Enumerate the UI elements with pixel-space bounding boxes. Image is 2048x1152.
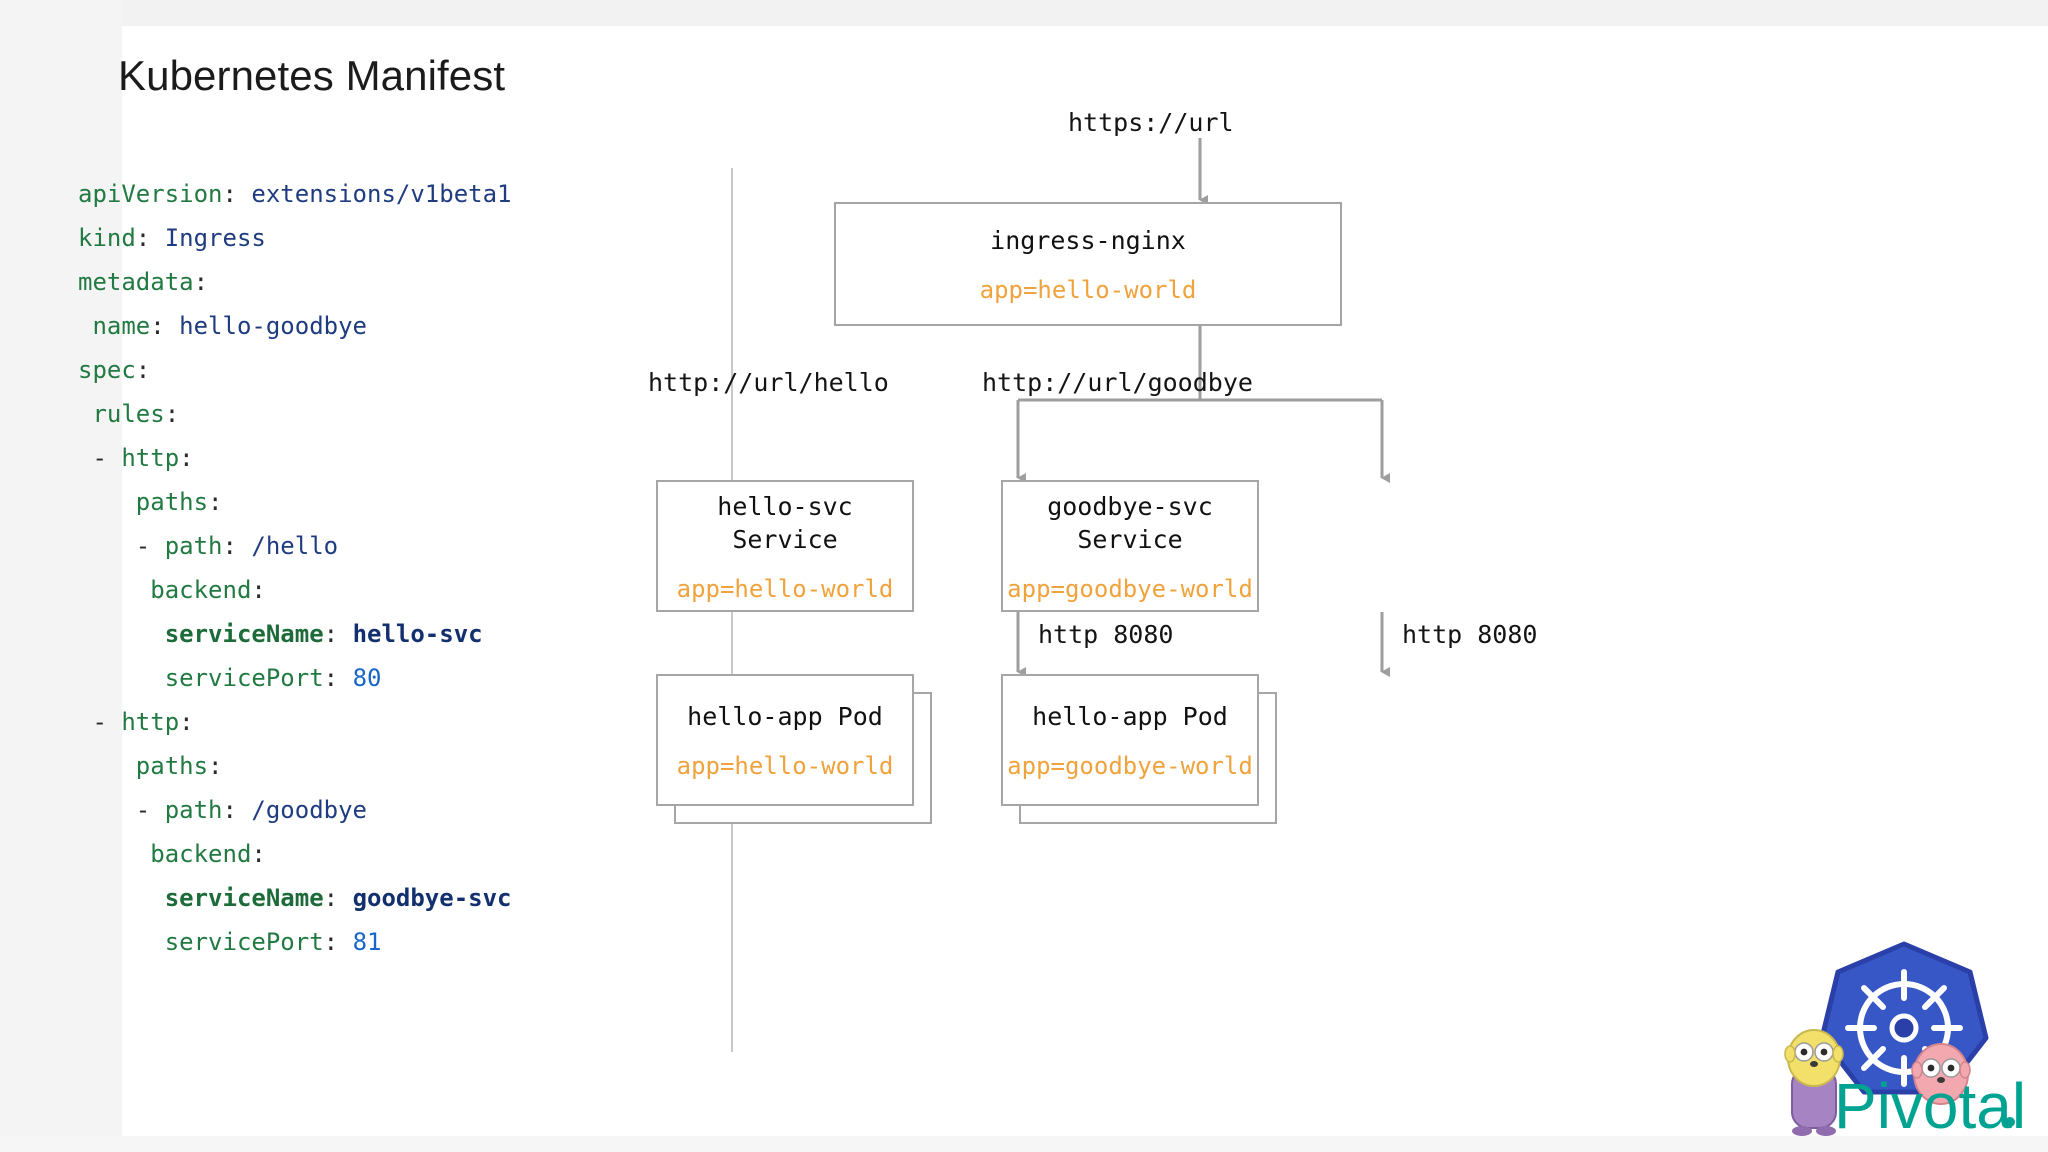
page-title: Kubernetes Manifest [118, 52, 506, 99]
node-hello-app-pod-selector: app=hello-world [676, 752, 894, 780]
manifest-line: kind: Ingress [78, 224, 266, 252]
route-right-label: http://url/goodbye [982, 368, 1253, 397]
node-hello-svc-service-selector: app=hello-world [676, 574, 894, 603]
pivotal-kubernetes-logo: Pivotal [1778, 928, 2030, 1140]
node-ingress-nginx-selector: app=hello-world [979, 276, 1197, 304]
node-hello-svc-service-title: hello-svc Service [717, 491, 853, 554]
manifest-line: paths: [135, 488, 223, 516]
pivotal-wordmark-period [2005, 1117, 2015, 1127]
left-edge-band [0, 0, 122, 1152]
manifest-line: serviceName: hello-svc [164, 620, 483, 648]
manifest-line: servicePort: 80 [164, 664, 382, 692]
port-left-label: http 8080 [1038, 620, 1174, 649]
manifest-line: - path: /hello [135, 532, 339, 560]
pivotal-wordmark: Pivotal [1834, 1070, 2026, 1140]
manifest-line: paths: [135, 752, 223, 780]
logo-artwork: Pivotal [1784, 941, 2026, 1140]
manifest-line: - http: [92, 444, 194, 472]
diagram-connectors [1016, 138, 1390, 677]
gopher-mascot-right [1911, 1043, 1971, 1105]
entry-url-label: https://url [1068, 108, 1234, 137]
node-goodbye-app-pod-title: hello-app Pod [1032, 702, 1228, 731]
node-goodbye-svc-service[interactable]: goodbye-svc Service app=goodbye-world [1001, 480, 1259, 612]
manifest-line: backend: [150, 840, 266, 868]
node-hello-app-pod-title: hello-app Pod [687, 702, 883, 731]
manifest-line: name: hello-goodbye [92, 312, 367, 340]
node-goodbye-app-pod-selector: app=goodbye-world [1007, 752, 1253, 780]
manifest-line: spec: [78, 356, 151, 384]
manifest-line: - path: /goodbye [135, 796, 367, 824]
node-goodbye-svc-service-selector: app=goodbye-world [1007, 574, 1253, 603]
manifest-line: servicePort: 81 [164, 928, 382, 956]
manifest-line: backend: [150, 576, 266, 604]
kubernetes-manifest-code: apiVersion: extensions/v1beta1 kind: Ingr… [78, 172, 698, 964]
top-edge-band [0, 0, 2048, 26]
manifest-line: metadata: [78, 268, 209, 296]
manifest-line: serviceName: goodbye-svc [164, 884, 512, 912]
node-goodbye-app-pod[interactable]: hello-app Pod app=goodbye-world [1001, 674, 1259, 806]
bottom-edge-band [0, 1136, 2048, 1152]
node-hello-svc-service[interactable]: hello-svc Service app=hello-world [656, 480, 914, 612]
manifest-line: apiVersion: extensions/v1beta1 [78, 180, 512, 208]
route-left-label: http://url/hello [648, 368, 889, 397]
node-ingress-nginx-title: ingress-nginx [990, 226, 1186, 255]
node-hello-app-pod[interactable]: hello-app Pod app=hello-world [656, 674, 914, 806]
manifest-line: - http: [92, 708, 194, 736]
node-goodbye-svc-service-title: goodbye-svc Service [1047, 491, 1213, 554]
ingress-routing-diagram: https://url ingress-nginx app=hello-worl… [648, 100, 2030, 1060]
node-ingress-nginx[interactable]: ingress-nginx app=hello-world [834, 202, 1342, 326]
gopher-mascot-left [1784, 1029, 1844, 1136]
manifest-line: rules: [92, 400, 180, 428]
port-right-label: http 8080 [1402, 620, 1538, 649]
